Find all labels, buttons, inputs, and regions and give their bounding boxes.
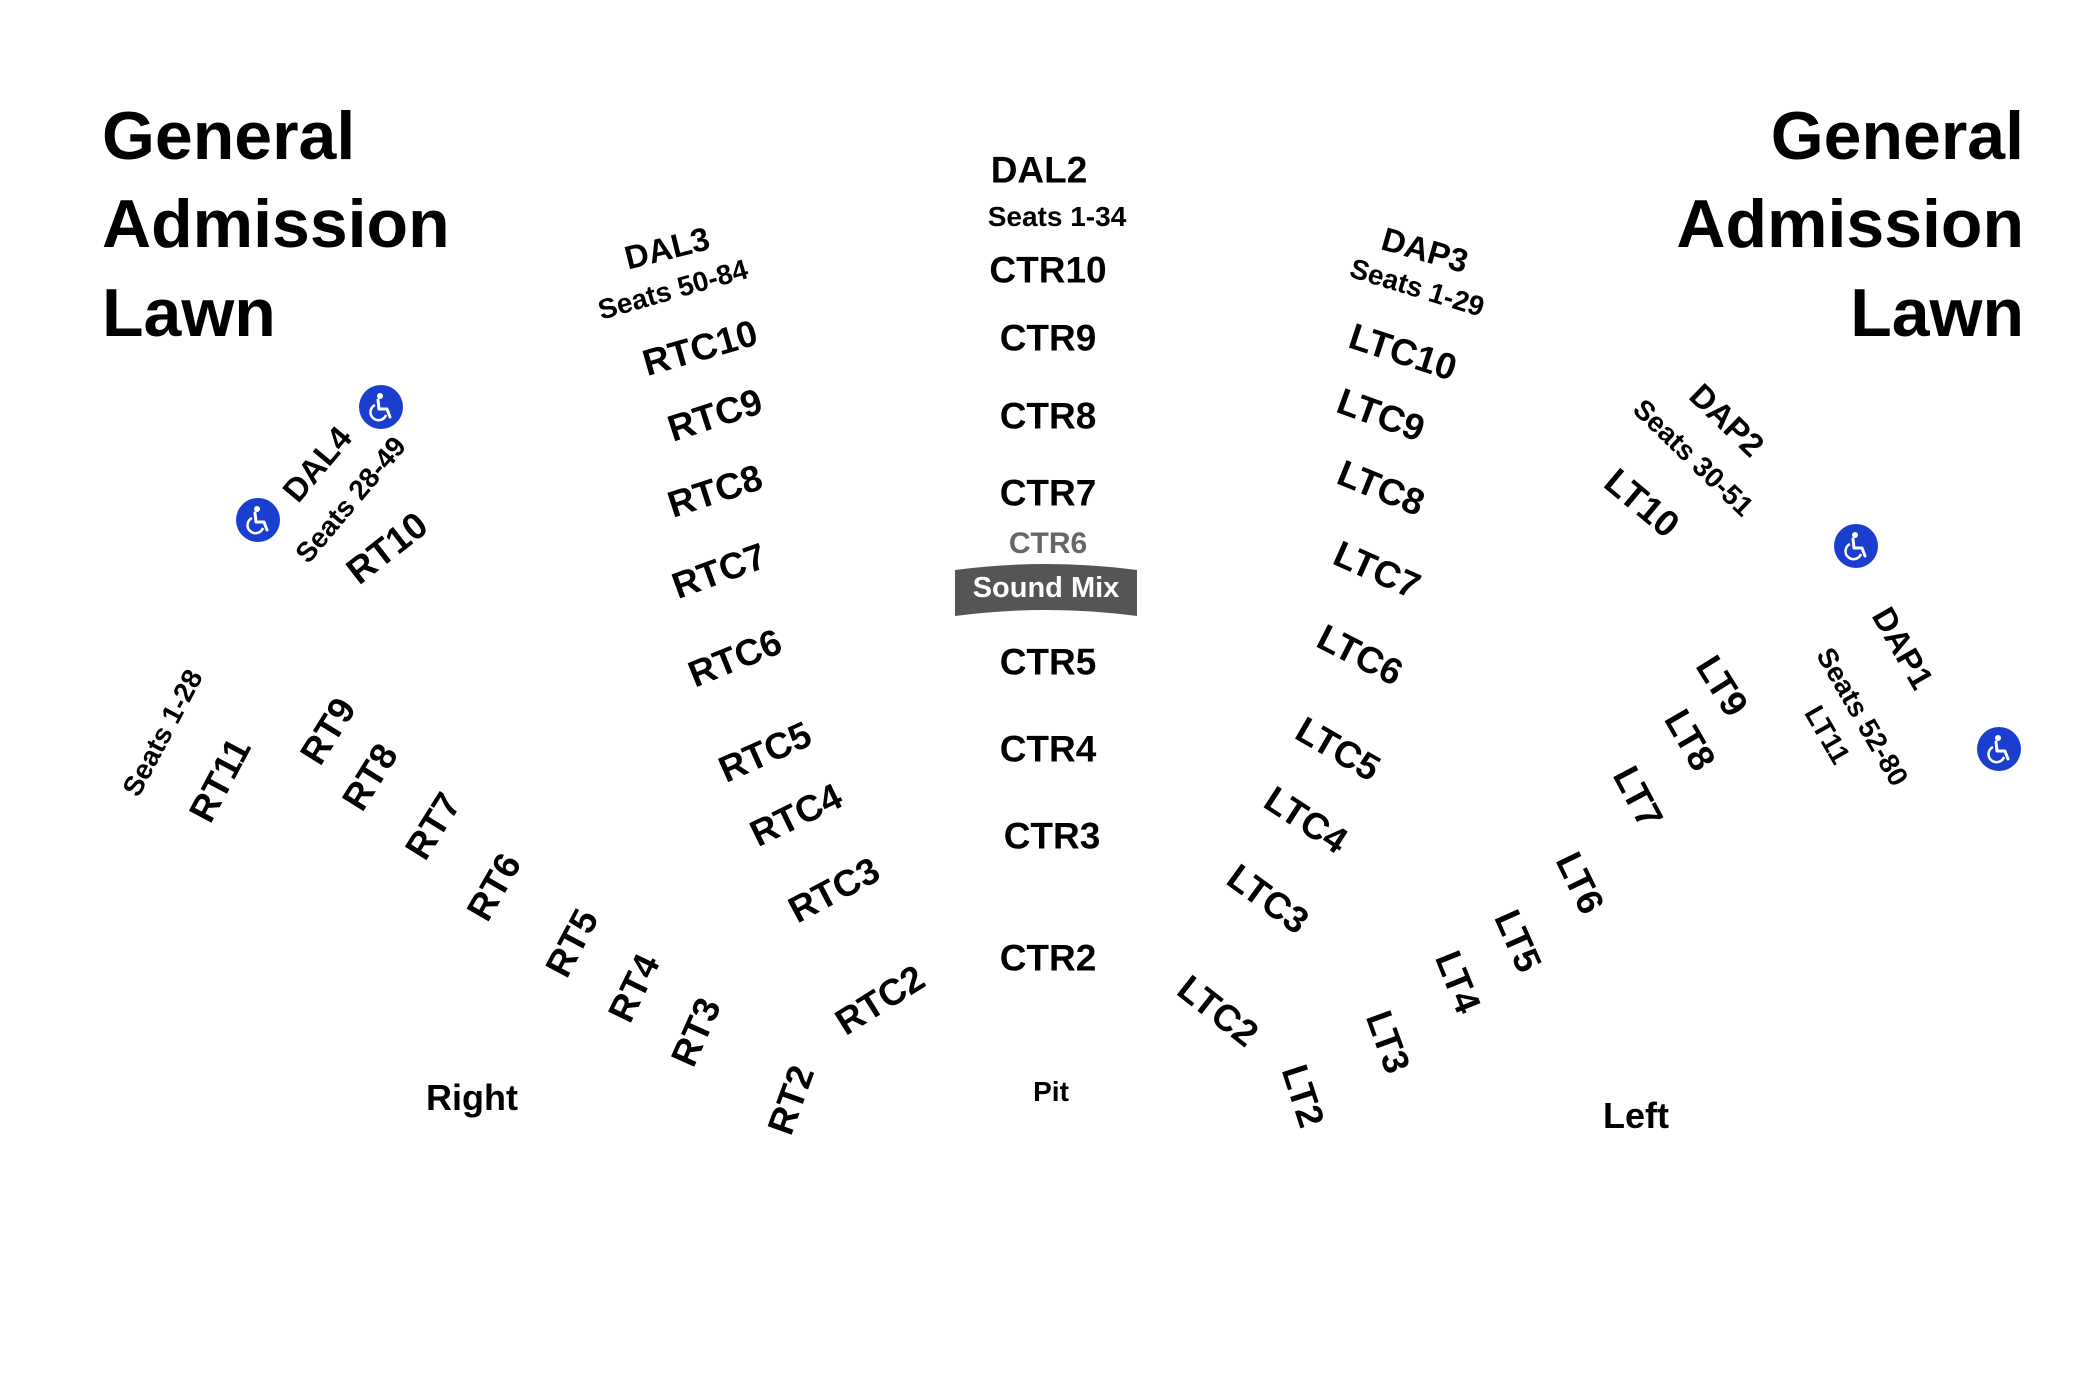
section-lt10[interactable]: LT10 — [1596, 460, 1688, 546]
section-dal2-seats: Seats 1-34 — [987, 201, 1127, 232]
lawn-right-line3: Lawn — [1850, 274, 2024, 351]
section-rt2[interactable]: RT2 — [759, 1060, 823, 1140]
section-rtc9[interactable]: RTC9 — [662, 380, 768, 450]
section-ltc9[interactable]: LTC9 — [1331, 380, 1431, 450]
lawn-right-line1: General — [1770, 98, 2024, 174]
sound-mix-label: Sound Mix — [972, 572, 1120, 604]
section-rt11[interactable]: RT11 — [181, 731, 259, 829]
area-left-label: Left — [1603, 1095, 1669, 1136]
section-ltc3[interactable]: LTC3 — [1219, 856, 1317, 942]
sound-mix-booth[interactable]: Sound Mix — [953, 564, 1139, 620]
section-rt9[interactable]: RT9 — [292, 690, 364, 772]
area-pit-label: Pit — [1033, 1076, 1069, 1107]
section-rt4[interactable]: RT4 — [600, 947, 668, 1029]
section-lt5[interactable]: LT5 — [1486, 903, 1550, 979]
section-rt5[interactable]: RT5 — [537, 902, 607, 984]
section-ctr9[interactable]: CTR9 — [999, 317, 1097, 359]
section-lt3[interactable]: LT3 — [1357, 1005, 1419, 1079]
section-lt6[interactable]: LT6 — [1547, 845, 1613, 921]
section-dal2[interactable]: DAL2 — [990, 149, 1088, 191]
wheelchair-icon — [236, 498, 280, 542]
section-rt3[interactable]: RT3 — [663, 991, 729, 1073]
section-ctr2[interactable]: CTR2 — [999, 937, 1097, 979]
section-rt7[interactable]: RT7 — [397, 785, 469, 867]
wheelchair-icon — [359, 385, 403, 429]
section-ltc7[interactable]: LTC7 — [1327, 533, 1427, 607]
section-lt2[interactable]: LT2 — [1273, 1059, 1333, 1133]
lawn-right-label[interactable]: General Admission Lawn — [1676, 92, 2024, 357]
section-rtc8[interactable]: RTC8 — [662, 456, 768, 526]
section-ctr8[interactable]: CTR8 — [999, 395, 1097, 437]
section-lt7[interactable]: LT7 — [1605, 759, 1671, 835]
sound-mix-shape — [955, 564, 1137, 616]
section-ltc4[interactable]: LTC4 — [1257, 778, 1355, 862]
section-rtc6[interactable]: RTC6 — [682, 620, 788, 696]
lawn-left-line3: Lawn — [102, 274, 276, 351]
section-ltc2[interactable]: LTC2 — [1170, 967, 1266, 1055]
section-rt8[interactable]: RT8 — [334, 736, 406, 818]
section-ltc8[interactable]: LTC8 — [1331, 452, 1431, 524]
section-rtc7[interactable]: RTC7 — [666, 535, 772, 607]
section-rt11-seats: Seats 1-28 — [116, 664, 209, 802]
section-ctr3[interactable]: CTR3 — [1003, 815, 1101, 857]
section-ctr7[interactable]: CTR7 — [999, 472, 1097, 514]
section-dap1[interactable]: DAP1 — [1864, 600, 1942, 696]
wheelchair-icon — [1977, 727, 2021, 771]
section-rtc2[interactable]: RTC2 — [828, 957, 932, 1043]
section-ctr4[interactable]: CTR4 — [999, 728, 1097, 770]
section-rtc4[interactable]: RTC4 — [743, 775, 849, 855]
section-ctr5[interactable]: CTR5 — [999, 641, 1097, 683]
section-ltc10[interactable]: LTC10 — [1344, 315, 1462, 389]
lawn-left-line1: General — [102, 98, 356, 174]
lawn-right-line2: Admission — [1676, 186, 2024, 263]
section-rtc5[interactable]: RTC5 — [712, 713, 818, 791]
section-rtc10[interactable]: RTC10 — [638, 312, 762, 384]
section-lt8[interactable]: LT8 — [1656, 702, 1724, 778]
section-ltc6[interactable]: LTC6 — [1310, 616, 1410, 694]
section-rtc3[interactable]: RTC3 — [781, 849, 887, 931]
lawn-left-line2: Admission — [102, 186, 450, 263]
section-dal3-seats: Seats 50-84 — [594, 253, 752, 326]
section-ltc5[interactable]: LTC5 — [1288, 708, 1388, 790]
section-lt4[interactable]: LT4 — [1427, 945, 1489, 1019]
section-rt6[interactable]: RT6 — [458, 846, 530, 928]
section-lt9[interactable]: LT9 — [1687, 648, 1757, 724]
area-right-label: Right — [426, 1077, 518, 1118]
lawn-left-label[interactable]: General Admission Lawn — [102, 92, 450, 357]
section-ctr6[interactable]: CTR6 — [1008, 527, 1088, 560]
wheelchair-icon — [1834, 524, 1878, 568]
section-ctr10[interactable]: CTR10 — [989, 249, 1107, 291]
